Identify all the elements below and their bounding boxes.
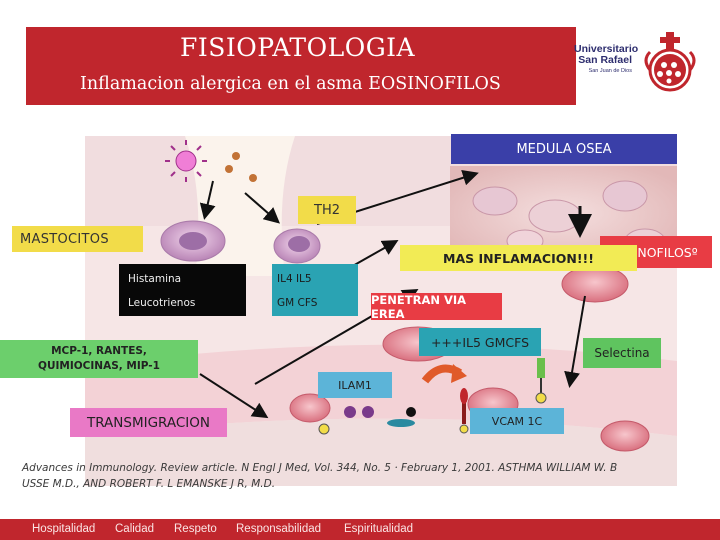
th2-label: TH2 (298, 196, 356, 224)
mastocitos-label: MASTOCITOS (12, 226, 143, 252)
eosinophil-cell (289, 393, 331, 423)
header-banner: FISIOPATOLOGIA Inflamacion alergica en e… (26, 27, 576, 105)
medula-osea-label: MEDULA OSEA (451, 134, 677, 164)
mediators-box: Histamina Leucotrienos (119, 264, 246, 316)
mas-inflamacion-label: MAS INFLAMACION!!! (400, 245, 637, 271)
citation-line-2: USSE M.D., AND ROBERT F. L EMANSKE J R, … (22, 478, 276, 490)
gm-cfs-label: GM CFS (277, 297, 318, 309)
citation-line-1: Advances in Immunology. Review article. … (22, 462, 618, 474)
logo-line-1: Universitario (574, 43, 639, 55)
vcam-label: VCAM 1C (470, 408, 564, 434)
footer-item: Hospitalidad (32, 523, 96, 535)
chemokines-box: MCP-1, RANTES, QUIMIOCINAS, MIP-1 (0, 340, 198, 378)
allergen-sun-icon (165, 140, 207, 182)
penetran-via-erea-label: PENETRAN VIA EREA (371, 293, 502, 321)
eosinophil-cell (561, 265, 629, 303)
leucotrienos-label: Leucotrienos (128, 297, 196, 309)
slide-subtitle: Inflamacion alergica en el asma EOSINOFI… (80, 74, 501, 94)
logo-line-2: San Rafael (578, 54, 632, 66)
transmigracion-label: TRANSMIGRACION (70, 408, 227, 437)
footer-bar: Hospitalidad Calidad Respeto Responsabil… (0, 519, 720, 540)
cytokines-box: IL4 IL5 GM CFS (272, 264, 358, 316)
mcp-line-2: QUIMIOCINAS, MIP-1 (38, 360, 160, 372)
logo-text: Universitario San Rafael San Juan de Dio… (574, 43, 639, 77)
slide-title: FISIOPATOLOGIA (180, 33, 416, 62)
logo-line-3: San Juan de Dios (588, 68, 632, 74)
hospital-logo: Universitario San Rafael San Juan de Dio… (574, 30, 714, 96)
mcp-line-1: MCP-1, RANTES, (51, 345, 147, 357)
ilam1-label: ILAM1 (318, 372, 392, 398)
footer-item: Calidad (115, 523, 154, 535)
histamina-label: Histamina (128, 273, 182, 285)
citation: Advances in Immunology. Review article. … (22, 460, 712, 492)
il4-il5-label: IL4 IL5 (277, 273, 312, 285)
selectina-label: Selectina (583, 338, 661, 368)
eosinophil-cell (600, 420, 650, 452)
footer-item: Respeto (174, 523, 217, 535)
pomegranate-cross-icon (644, 32, 696, 92)
footer-item: Responsabilidad (236, 523, 322, 535)
footer-item: Espiritualidad (344, 523, 414, 535)
il5-gmcfs-label: +++IL5 GMCFS (419, 328, 541, 356)
